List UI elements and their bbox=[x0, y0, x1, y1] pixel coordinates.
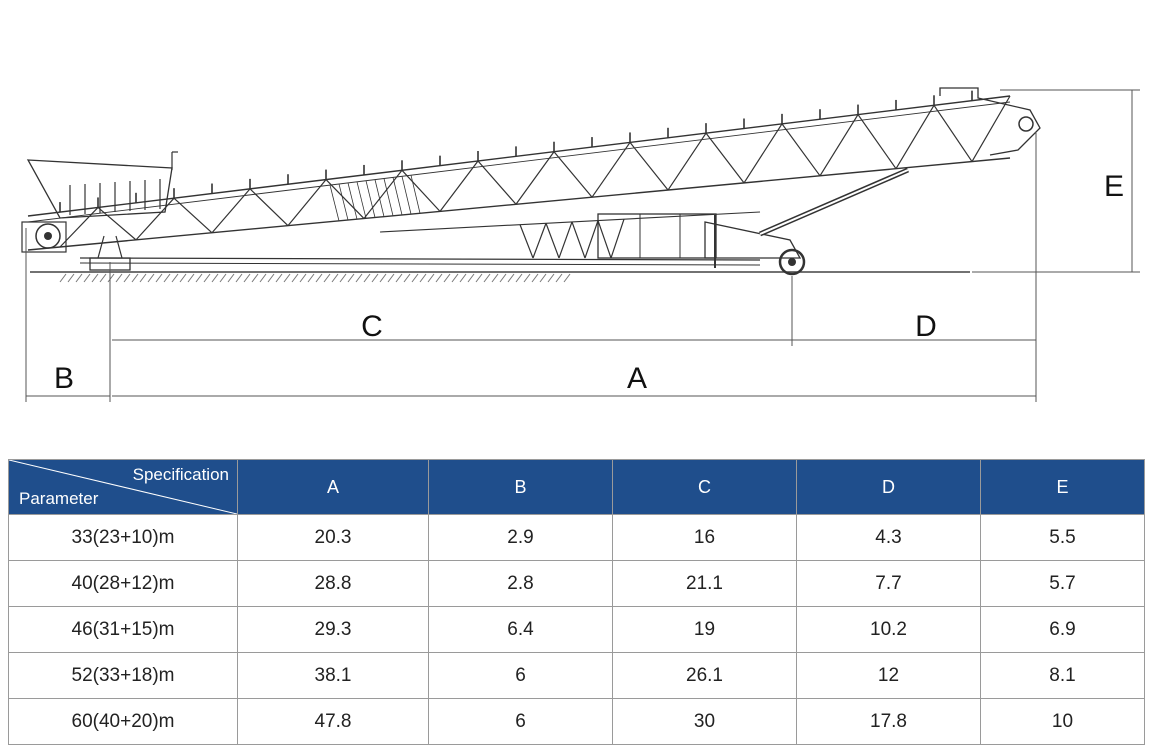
value-cell: 47.8 bbox=[237, 698, 429, 745]
lower-rail bbox=[79, 257, 761, 261]
model-cell: 52(33+18)m bbox=[8, 652, 238, 699]
hopper bbox=[26, 159, 173, 219]
value-cell: 38.1 bbox=[237, 652, 429, 699]
value-cell: 26.1 bbox=[612, 652, 797, 699]
lower-rail-2 bbox=[79, 262, 761, 266]
model-cell: 40(28+12)m bbox=[8, 560, 238, 607]
value-cell: 10.2 bbox=[796, 606, 981, 653]
table-header-row: Specification Parameter A B C D E bbox=[8, 459, 1145, 515]
table-row: 46(31+15)m 29.3 6.4 19 10.2 6.9 bbox=[8, 606, 1145, 653]
value-cell: 21.1 bbox=[612, 560, 797, 607]
value-cell: 28.8 bbox=[237, 560, 429, 607]
value-cell: 17.8 bbox=[796, 698, 981, 745]
value-cell: 19 bbox=[612, 606, 797, 653]
tail-pulley bbox=[35, 223, 61, 249]
dim-label-e: E bbox=[1104, 170, 1124, 203]
column-header: D bbox=[796, 459, 981, 515]
dim-label-a: A bbox=[627, 362, 647, 395]
corner-parameter-label: Parameter bbox=[19, 489, 99, 508]
table-row: 40(28+12)m 28.8 2.8 21.1 7.7 5.7 bbox=[8, 560, 1145, 607]
ground-hatch bbox=[59, 273, 571, 283]
model-cell: 46(31+15)m bbox=[8, 606, 238, 653]
value-cell: 12 bbox=[796, 652, 981, 699]
value-cell: 5.5 bbox=[980, 514, 1145, 561]
column-header: C bbox=[612, 459, 797, 515]
tail-frame bbox=[21, 221, 67, 253]
spec-table: Specification Parameter A B C D E 33(23+… bbox=[8, 459, 1145, 745]
value-cell: 6.9 bbox=[980, 606, 1145, 653]
model-cell: 60(40+20)m bbox=[8, 698, 238, 745]
conveyor-drawing: C D B A E bbox=[21, 87, 1140, 402]
support-box bbox=[597, 213, 717, 259]
value-cell: 30 bbox=[612, 698, 797, 745]
table-row: 60(40+20)m 47.8 6 30 17.8 10 bbox=[8, 698, 1145, 745]
rear-support-leg bbox=[115, 235, 123, 259]
column-header: A bbox=[237, 459, 429, 515]
table-row: 33(23+10)m 20.3 2.9 16 4.3 5.5 bbox=[8, 514, 1145, 561]
column-header: B bbox=[428, 459, 613, 515]
corner-diagonal bbox=[9, 460, 237, 514]
value-cell: 2.8 bbox=[428, 560, 613, 607]
value-cell: 4.3 bbox=[796, 514, 981, 561]
value-cell: 7.7 bbox=[796, 560, 981, 607]
value-cell: 29.3 bbox=[237, 606, 429, 653]
value-cell: 6.4 bbox=[428, 606, 613, 653]
column-header: E bbox=[980, 459, 1145, 515]
dim-label-b: B bbox=[54, 362, 74, 395]
value-cell: 6 bbox=[428, 652, 613, 699]
table-corner-cell: Specification Parameter bbox=[8, 459, 238, 515]
table-row: 52(33+18)m 38.1 6 26.1 12 8.1 bbox=[8, 652, 1145, 699]
dim-label-c: C bbox=[361, 310, 383, 343]
hydraulic-strut-inner bbox=[759, 169, 909, 235]
rear-support-leg bbox=[97, 235, 105, 259]
dim-label-d: D bbox=[915, 310, 937, 343]
discharge-head bbox=[939, 87, 1041, 156]
conveyor-truss bbox=[27, 90, 1011, 259]
value-cell: 20.3 bbox=[237, 514, 429, 561]
model-cell: 33(23+10)m bbox=[8, 514, 238, 561]
wheel bbox=[778, 248, 806, 276]
value-cell: 6 bbox=[428, 698, 613, 745]
value-cell: 10 bbox=[980, 698, 1145, 745]
value-cell: 2.9 bbox=[428, 514, 613, 561]
wheel-hub bbox=[788, 258, 796, 266]
hopper-bars bbox=[69, 151, 178, 215]
head-pulley bbox=[1018, 116, 1034, 132]
dimension-lines bbox=[25, 89, 1140, 402]
tail-pulley-hub bbox=[44, 232, 52, 240]
corner-specification-label: Specification bbox=[132, 465, 229, 484]
value-cell: 16 bbox=[612, 514, 797, 561]
value-cell: 5.7 bbox=[980, 560, 1145, 607]
value-cell: 8.1 bbox=[980, 652, 1145, 699]
